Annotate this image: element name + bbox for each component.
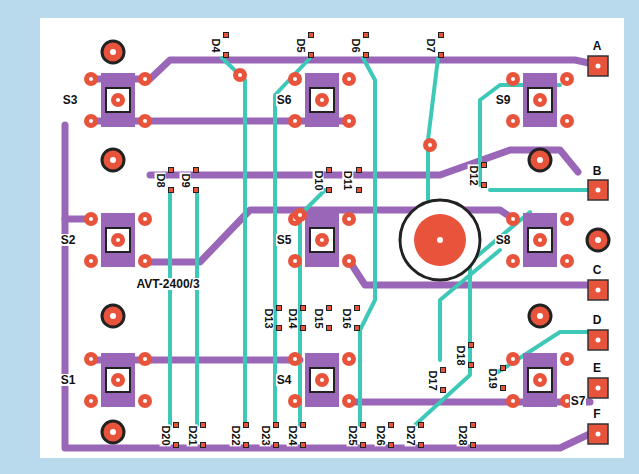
pin-label: B xyxy=(592,165,603,177)
diode-label: D13 xyxy=(263,307,274,329)
diode-label: D7 xyxy=(425,37,436,53)
diode-label: D25 xyxy=(347,424,358,446)
pin-label: E xyxy=(592,362,602,374)
diode-label: D12 xyxy=(468,164,479,186)
diode-label: D9 xyxy=(180,172,191,188)
diode-label: D14 xyxy=(287,307,298,329)
switch-label: S6 xyxy=(276,94,293,106)
pin-label: C xyxy=(592,264,603,276)
pin-label: A xyxy=(592,40,603,52)
pin-label: D xyxy=(592,314,603,326)
diode-label: D11 xyxy=(342,169,353,191)
diode-label: D23 xyxy=(260,424,271,446)
diode-label: D6 xyxy=(350,37,361,53)
diode-label: D4 xyxy=(210,37,221,53)
diode-label: D16 xyxy=(341,307,352,329)
switch-label: S2 xyxy=(60,234,77,246)
pin-label: F xyxy=(592,408,601,420)
diode-label: D20 xyxy=(160,424,171,446)
diode-label: D8 xyxy=(155,172,166,188)
diode-label: D22 xyxy=(230,424,241,446)
diode-label: D10 xyxy=(313,169,324,191)
switch-label: S3 xyxy=(62,94,79,106)
diode-label: D26 xyxy=(375,424,386,446)
switch-label: S9 xyxy=(495,94,512,106)
diode-label: D17 xyxy=(427,369,438,391)
switch-label: S4 xyxy=(276,374,293,386)
diode-label: D18 xyxy=(455,344,466,366)
board-label: AVT-2400/3 xyxy=(135,278,200,290)
diode-label: D27 xyxy=(405,424,416,446)
switch-label: S5 xyxy=(276,234,293,246)
switch-label: S7 xyxy=(570,395,587,407)
diode-label: D21 xyxy=(187,424,198,446)
diode-label: D28 xyxy=(457,424,468,446)
switch-label: S8 xyxy=(495,234,512,246)
diode-label: D15 xyxy=(313,307,324,329)
diode-label: D24 xyxy=(287,424,298,446)
diode-label: D5 xyxy=(295,37,306,53)
switch-label: S1 xyxy=(60,374,77,386)
diode-label: D19 xyxy=(487,367,498,389)
